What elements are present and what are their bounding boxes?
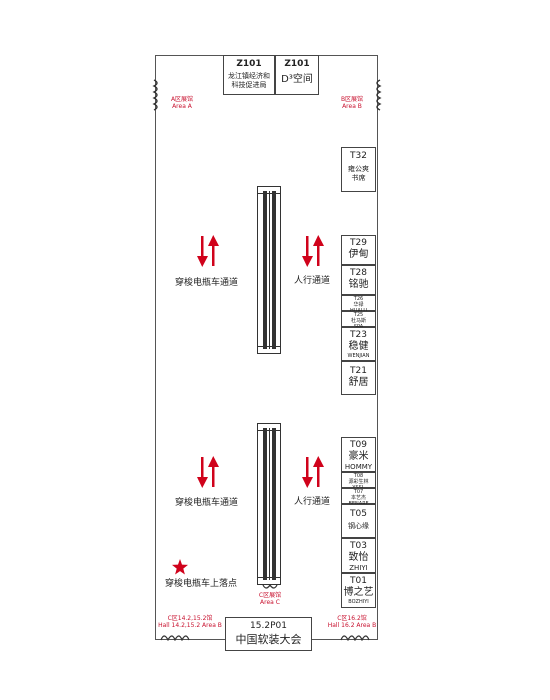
shuttle-lane-label-upper: 穿梭电瓶车通道 (175, 278, 239, 288)
booth-code: 15.2P01 (250, 621, 287, 631)
door-c-icon (262, 583, 278, 589)
entrance-en: Hall 16.2 Area B (327, 622, 377, 629)
booth-name-line1: 龙江镇经济和 (228, 72, 270, 80)
booth-sub: ZHIYI (349, 564, 368, 572)
entrance-en: Area C (260, 599, 280, 606)
door-b-icon (376, 79, 382, 111)
booth-name: 华禄 (353, 302, 364, 308)
entrance-en: Hall 14.2,15.2 Area B (158, 622, 222, 629)
booth-15-2p01[interactable]: 15.2P01 中国软装大会 (225, 617, 312, 651)
booth-name: D³空间 (281, 74, 313, 85)
booth-t29[interactable]: T29 伊甸 (341, 235, 376, 265)
shuttle-pickup-label: 穿梭电瓶车上落点 (165, 579, 238, 589)
entrance-area-b[interactable]: B区展馆 Area B (332, 96, 372, 110)
two-way-arrow-icon (197, 456, 219, 488)
booth-t08[interactable]: T08 源彩生林 YSSL (341, 472, 376, 491)
booth-code: T21 (350, 366, 367, 376)
entrance-zh: C区16.2馆 (337, 615, 367, 622)
walkway-label-upper: 人行通道 (294, 276, 331, 286)
entrance-zh: C区展馆 (258, 592, 282, 599)
entrance-area-a[interactable]: A区展馆 Area A (162, 96, 202, 110)
booth-name: 铭驰 (348, 279, 369, 290)
booth-t26[interactable]: T26 华禄 HUALU (341, 295, 376, 314)
booth-t25[interactable]: T25 杜马斯 SPA (341, 311, 376, 330)
booth-name: 钢心缘 (348, 522, 369, 530)
booth-code: T05 (350, 509, 367, 519)
booth-name-line2: 科技促进局 (231, 81, 267, 89)
entrance-hall-14-15[interactable]: C区14.2,15.2馆 Hall 14.2,15.2 Area B (150, 615, 230, 629)
booth-code: T07 (353, 489, 364, 495)
booth-t23[interactable]: T23 稳健 WENJIAN (341, 327, 376, 361)
escalator-lower (257, 423, 281, 585)
booth-name: 豪米 (348, 451, 369, 462)
door-bottom-left-icon (160, 635, 190, 641)
booth-code: T08 (353, 473, 364, 479)
booth-t07[interactable]: T07 本艺杰 BENARF (341, 488, 376, 507)
booth-code: T23 (350, 330, 367, 340)
booth-code: Z101 (284, 59, 310, 69)
booth-sub: BOZHIYI (348, 599, 369, 605)
shuttle-lane-label-lower: 穿梭电瓶车通道 (175, 498, 239, 508)
entrance-hall-16[interactable]: C区16.2馆 Hall 16.2 Area B (318, 615, 386, 629)
booth-code: T09 (350, 440, 367, 450)
booth-sub: WENJIAN (347, 353, 370, 359)
booth-code: T25 (353, 312, 364, 318)
booth-code: T28 (350, 268, 367, 278)
escalator-upper (257, 186, 281, 354)
booth-z101-bureau[interactable]: Z101 龙江镇经济和 科技促进局 (223, 55, 275, 95)
booth-t21[interactable]: T21 舒居 (341, 361, 376, 395)
booth-name: 杜马斯 (350, 318, 366, 324)
booth-name: 雍公爽 (348, 165, 369, 173)
booth-t09[interactable]: T09 豪米 HOMMY (341, 437, 376, 472)
booth-t05[interactable]: T05 钢心缘 (341, 504, 376, 538)
walkway-label-lower: 人行通道 (294, 497, 331, 507)
booth-code: T32 (350, 151, 367, 161)
door-bottom-right-icon (340, 635, 370, 641)
booth-sub: HOMMY (344, 463, 373, 471)
booth-name: 伊甸 (348, 249, 369, 260)
booth-name: 博之艺 (343, 587, 374, 598)
booth-t03[interactable]: T03 致怡 ZHIYI (341, 538, 376, 573)
booth-t28[interactable]: T28 铭驰 (341, 265, 376, 295)
entrance-en: Area B (342, 103, 362, 110)
booth-code: Z101 (236, 59, 262, 69)
booth-code: T29 (350, 238, 367, 248)
booth-z101-d3-space[interactable]: Z101 D³空间 (275, 55, 319, 95)
entrance-zh: C区14.2,15.2馆 (167, 615, 213, 622)
booth-t01[interactable]: T01 博之艺 BOZHIYI (341, 573, 376, 608)
booth-code: T03 (350, 541, 367, 551)
two-way-arrow-icon (302, 235, 324, 267)
entrance-zh: A区展馆 (170, 96, 194, 103)
booth-name: 中国软装大会 (235, 633, 302, 646)
two-way-arrow-icon (302, 456, 324, 488)
star-icon (172, 559, 188, 575)
entrance-en: Area A (172, 103, 192, 110)
booth-name: 本艺杰 (350, 495, 366, 501)
two-way-arrow-icon (197, 235, 219, 267)
booth-code: T26 (353, 296, 364, 302)
booth-t32[interactable]: T32 雍公爽 书席 (341, 147, 376, 192)
booth-name: 稳健 (348, 341, 369, 352)
booth-code: T01 (350, 576, 367, 586)
booth-name: 源彩生林 (348, 479, 369, 485)
booth-name: 舒居 (348, 377, 369, 388)
door-a-icon (152, 79, 158, 111)
booth-name: 致怡 (348, 552, 369, 563)
entrance-zh: B区展馆 (340, 96, 364, 103)
booth-sub: 书席 (351, 174, 366, 182)
entrance-area-c[interactable]: C区展馆 Area C (252, 592, 288, 606)
